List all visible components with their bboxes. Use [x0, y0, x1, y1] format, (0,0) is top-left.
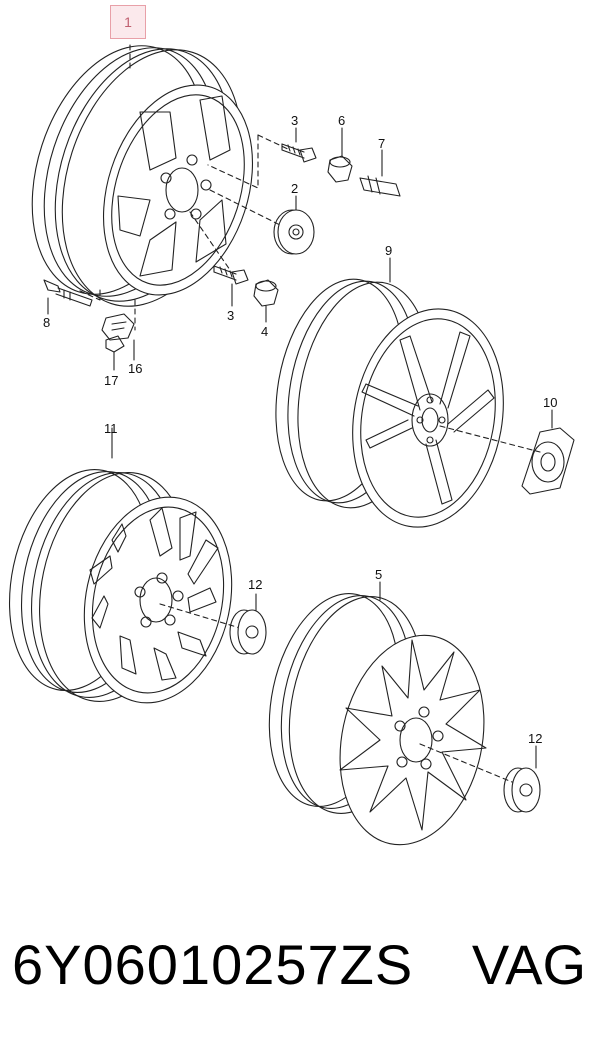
center-cap-12-b[interactable] — [503, 767, 541, 813]
cap-puller-7[interactable] — [359, 175, 401, 197]
center-cap-2[interactable] — [273, 209, 315, 255]
brand-name: VAG — [471, 933, 586, 996]
selected-callout-1[interactable]: 1 — [110, 5, 146, 39]
pressure-sensor-16[interactable] — [101, 313, 135, 341]
wheel-bolt-3-top[interactable] — [281, 143, 317, 163]
callout-16[interactable]: 16 — [128, 361, 143, 376]
callout-3-bottom[interactable]: 3 — [227, 308, 235, 323]
bolt-cap-4[interactable] — [253, 279, 279, 307]
valve-nut-17[interactable] — [105, 335, 125, 353]
wheel-bolt-3-bottom[interactable] — [213, 265, 249, 285]
callout-11[interactable]: 11 — [104, 421, 118, 436]
callout-8[interactable]: 8 — [43, 315, 51, 330]
wheel-11[interactable] — [0, 456, 250, 716]
callout-6[interactable]: 6 — [338, 113, 346, 128]
footer: 6Y06010257ZS VAG — [0, 932, 600, 996]
callout-17[interactable]: 17 — [104, 373, 119, 388]
tire-valve-8[interactable] — [43, 279, 93, 307]
callout-12-b[interactable]: 12 — [528, 731, 543, 746]
callout-1-label: 1 — [124, 14, 132, 30]
bolt-cap-6[interactable] — [327, 155, 353, 183]
callout-2[interactable]: 2 — [291, 181, 299, 196]
center-cover-10[interactable] — [521, 427, 575, 495]
callout-3-top[interactable]: 3 — [291, 113, 299, 128]
wheel-5[interactable] — [251, 581, 503, 858]
callout-12-a[interactable]: 12 — [248, 577, 263, 592]
callout-5[interactable]: 5 — [375, 567, 383, 582]
callout-7[interactable]: 7 — [378, 136, 386, 151]
wheel-9[interactable] — [259, 269, 519, 539]
exploded-wheel-diagram — [0, 24, 575, 858]
wheel-1[interactable] — [2, 24, 278, 330]
part-number: 6Y06010257ZS — [12, 933, 414, 996]
center-cap-12-a[interactable] — [229, 609, 267, 655]
callout-9[interactable]: 9 — [385, 243, 393, 258]
callout-4[interactable]: 4 — [261, 324, 269, 339]
callout-10[interactable]: 10 — [543, 395, 558, 410]
